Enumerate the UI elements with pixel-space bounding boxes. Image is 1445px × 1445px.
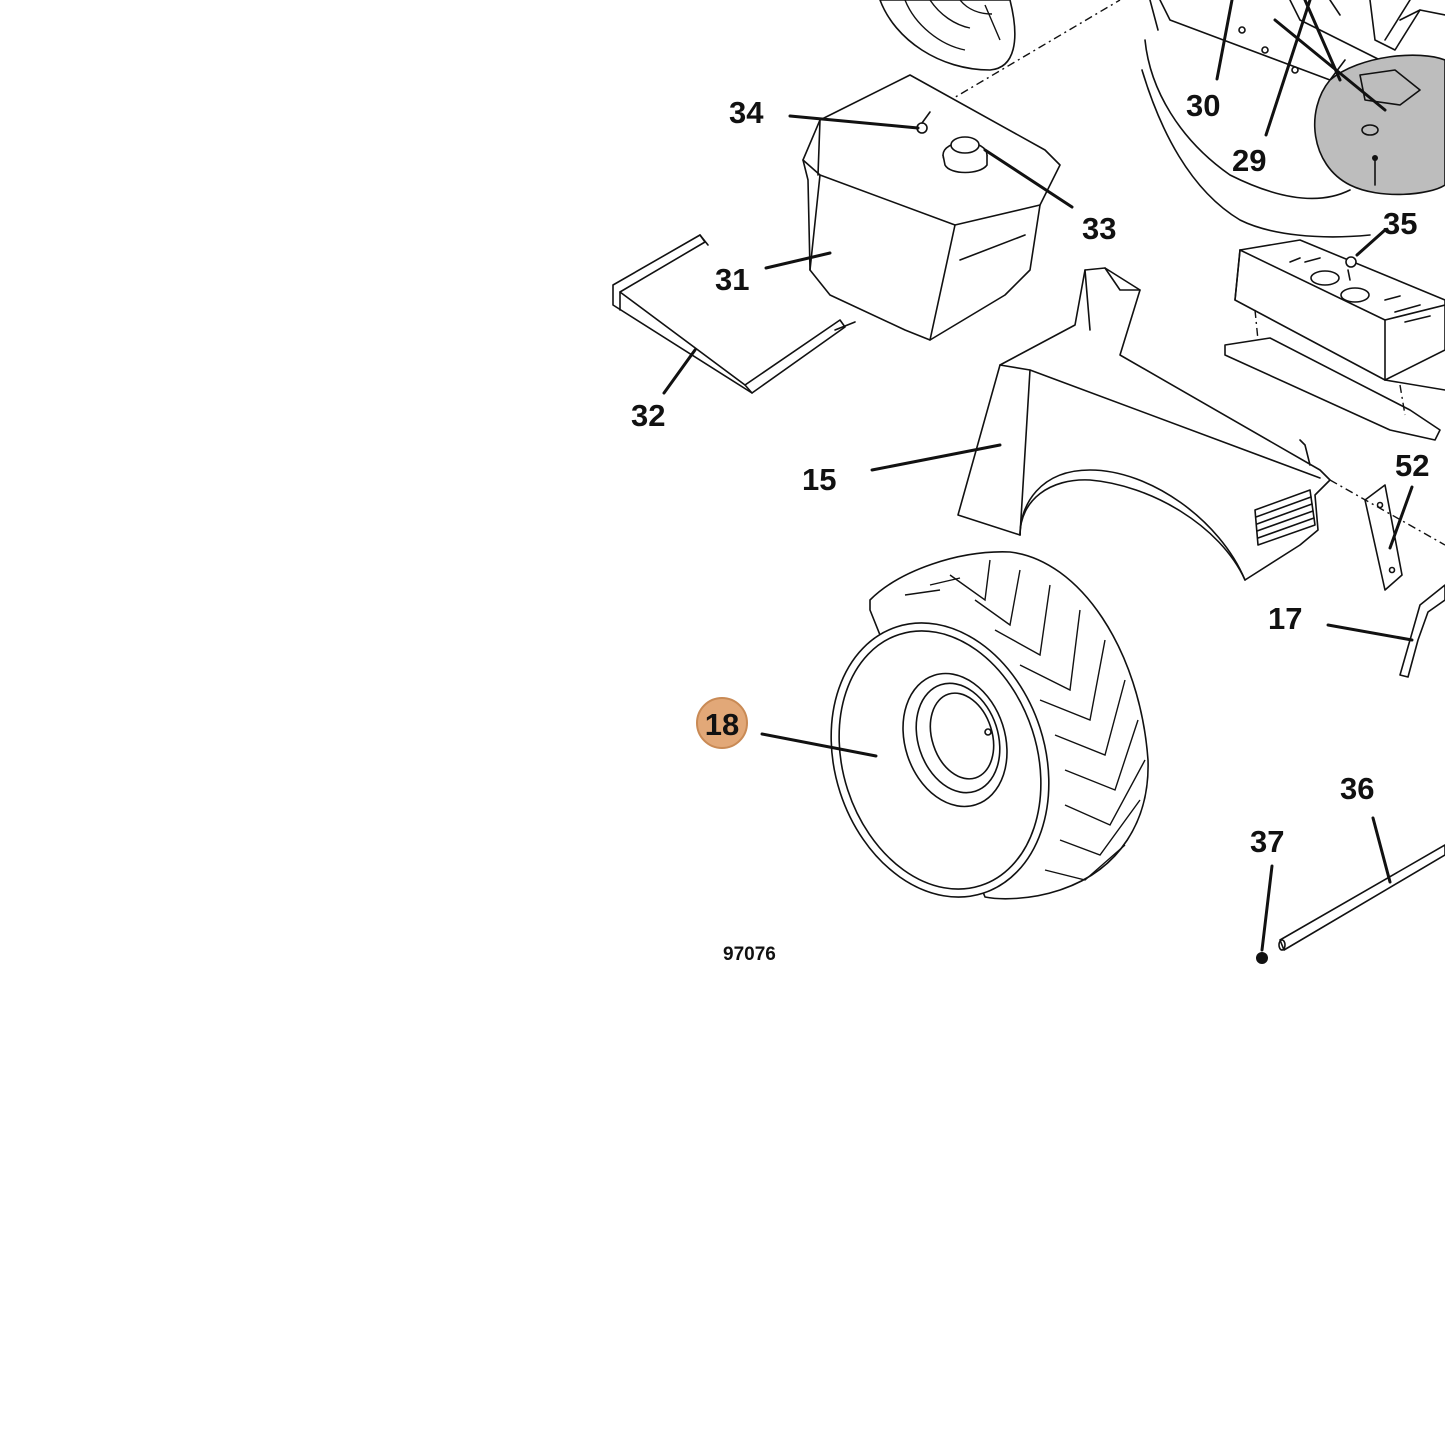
ball-pin[interactable] [1256, 952, 1268, 964]
fuel-cap[interactable] [942, 136, 988, 174]
tank-strap[interactable] [612, 234, 856, 394]
fender-vent [1254, 439, 1316, 546]
callout-37[interactable]: 37 [1250, 824, 1284, 859]
callout-18-highlight[interactable]: 18 [696, 697, 748, 749]
panel-screw[interactable] [1345, 256, 1357, 281]
callout-52[interactable]: 52 [1395, 448, 1429, 483]
rear-tire[interactable] [797, 551, 1149, 926]
detail-circle [1313, 54, 1445, 196]
rod-17[interactable] [1399, 584, 1445, 678]
leader-lines [662, 0, 1414, 952]
callout-31[interactable]: 31 [715, 262, 749, 297]
axle-rod[interactable] [1278, 844, 1445, 951]
tank-screw[interactable] [916, 111, 931, 134]
callout-15[interactable]: 15 [802, 462, 836, 497]
centerline-right [1329, 479, 1445, 546]
callout-33[interactable]: 33 [1082, 211, 1116, 246]
figure-number: 97076 [723, 944, 776, 965]
control-panel[interactable] [1224, 239, 1445, 441]
callout-32[interactable]: 32 [631, 398, 665, 433]
callout-35[interactable]: 35 [1383, 206, 1417, 241]
fuel-tank[interactable] [802, 74, 1061, 341]
callout-17[interactable]: 17 [1268, 601, 1302, 636]
centerline-top [929, 0, 1121, 113]
callout-18[interactable]: 18 [705, 707, 739, 742]
partial-top-wheel [879, 0, 1016, 71]
callout-34[interactable]: 34 [729, 95, 764, 130]
frame-assembly [1141, 0, 1445, 238]
fender[interactable] [957, 267, 1331, 581]
callout-36[interactable]: 36 [1340, 771, 1374, 806]
callout-30[interactable]: 30 [1186, 88, 1220, 123]
callout-18-badge[interactable] [696, 697, 748, 749]
bracket[interactable] [1364, 484, 1403, 591]
callout-29[interactable]: 29 [1232, 143, 1266, 178]
